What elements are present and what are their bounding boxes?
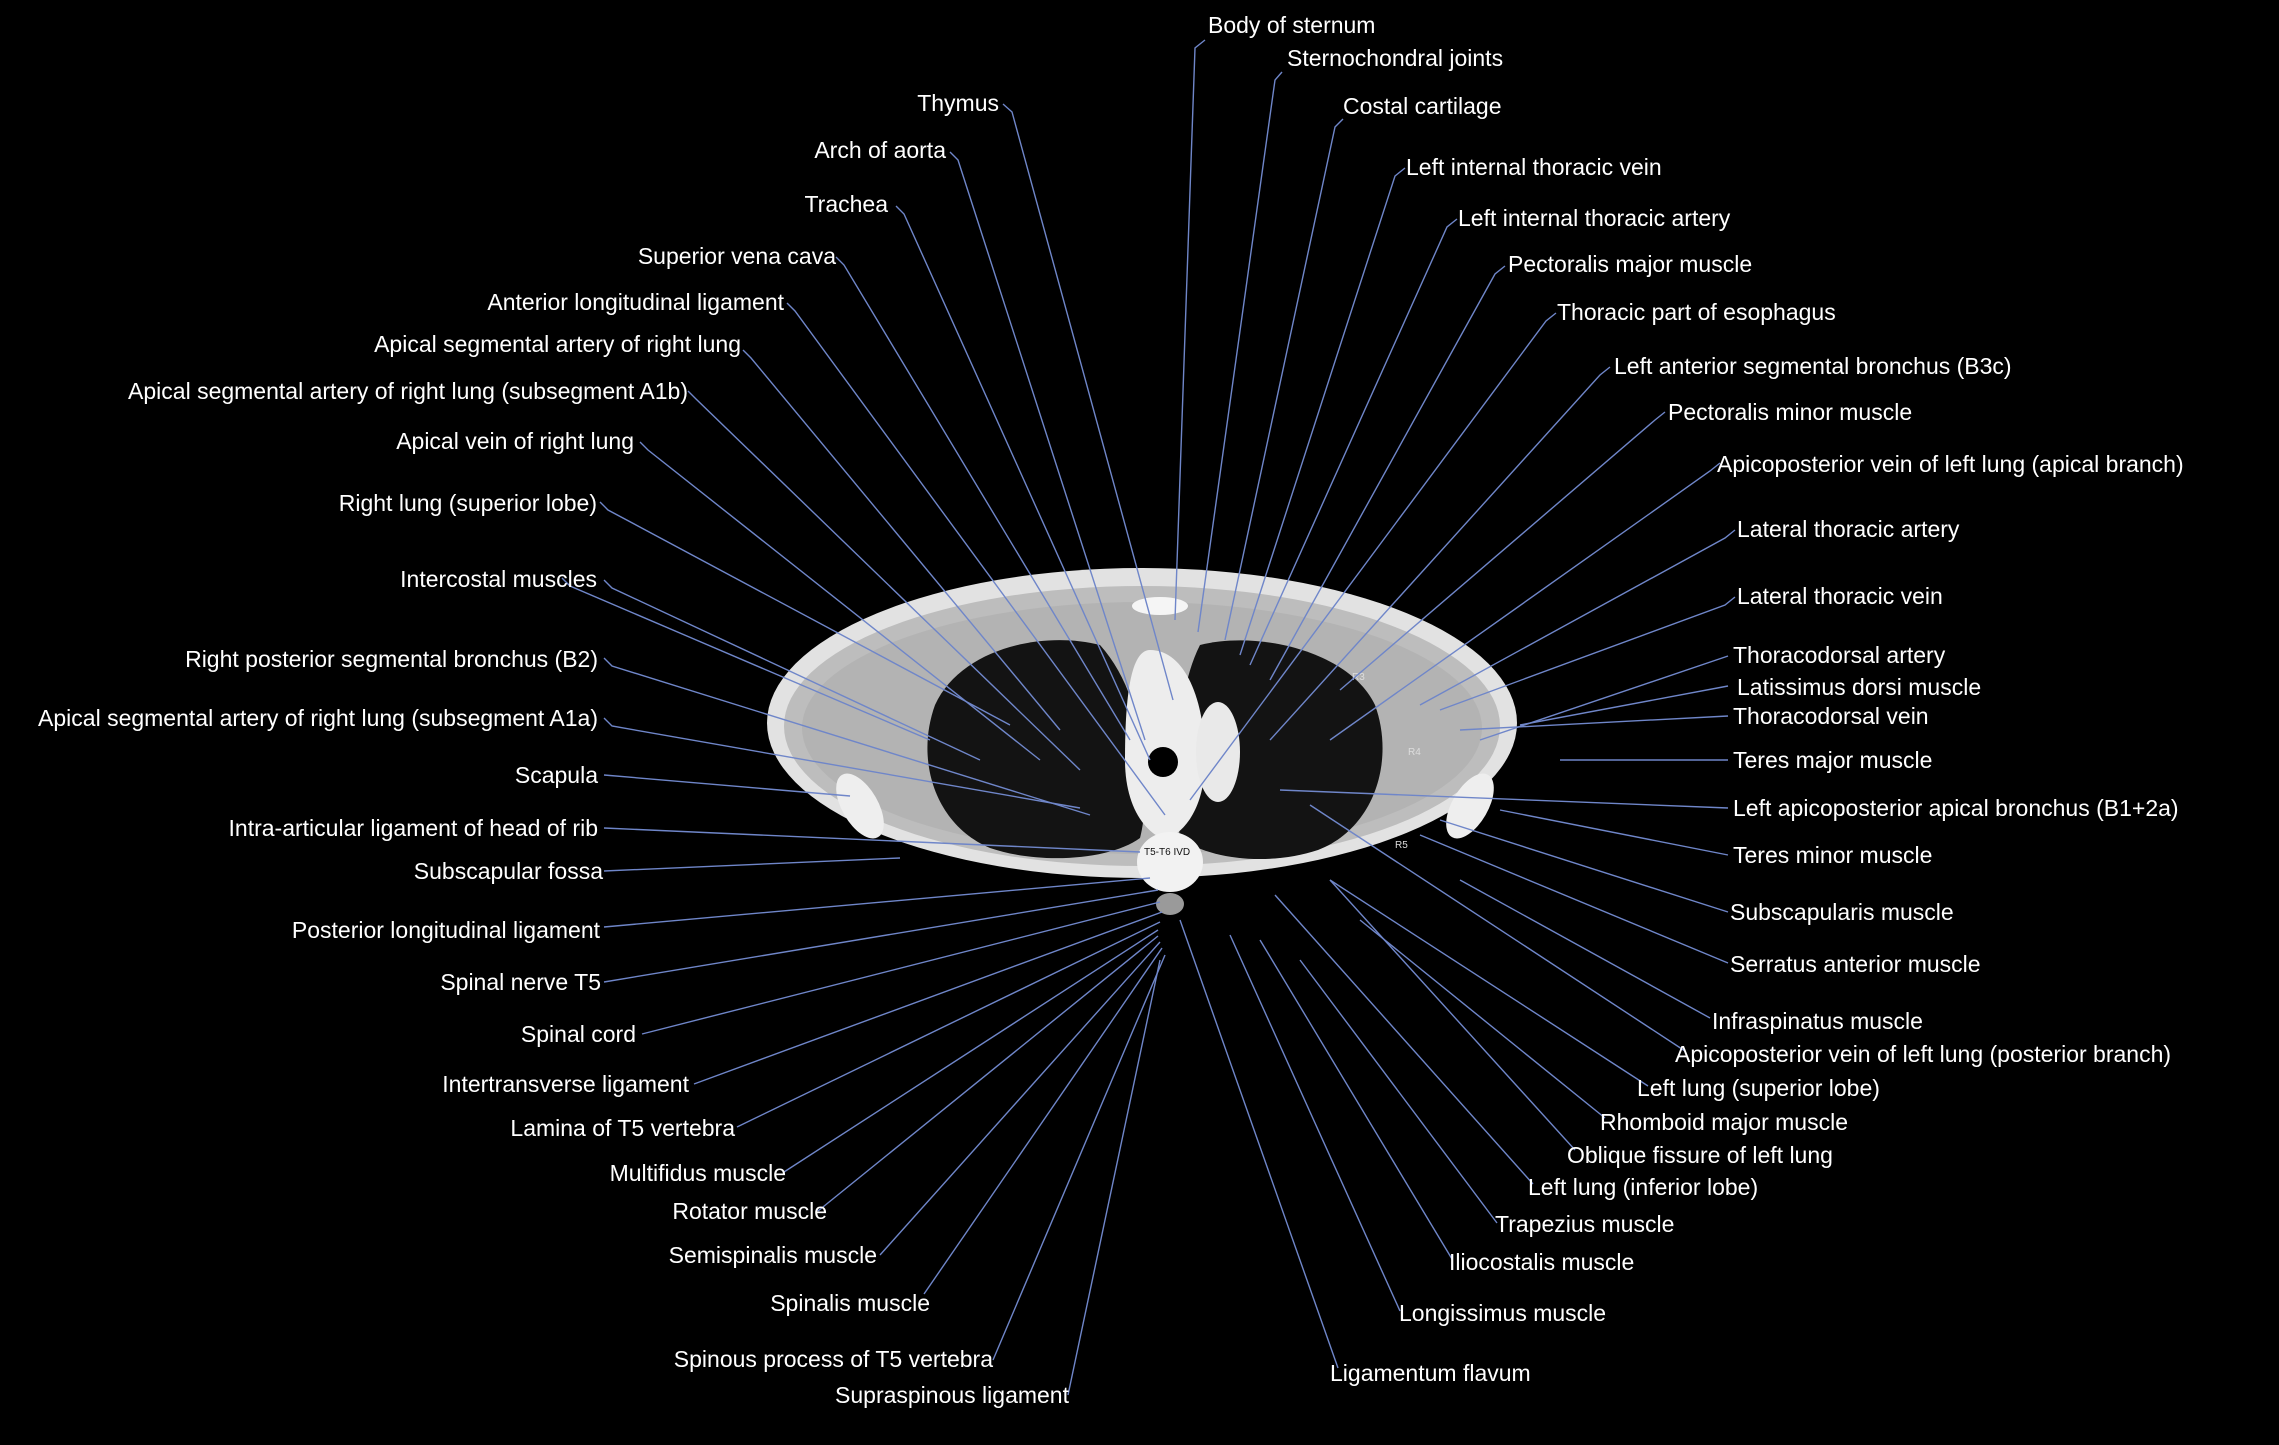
left-labels: Thymus Arch of aorta Trachea Superior ve… bbox=[38, 90, 1070, 1408]
label-body-of-sternum: Body of sternum bbox=[1208, 12, 1375, 38]
vertebral-body bbox=[1137, 832, 1203, 892]
label-trachea: Trachea bbox=[804, 191, 888, 217]
label-rotator-muscle: Rotator muscle bbox=[672, 1198, 827, 1224]
label-infraspinatus-muscle: Infraspinatus muscle bbox=[1712, 1008, 1923, 1034]
label-thymus: Thymus bbox=[917, 90, 999, 116]
label-intertransverse-ligament: Intertransverse ligament bbox=[442, 1071, 689, 1097]
left-lung bbox=[1176, 640, 1383, 860]
label-lateral-thoracic-vein: Lateral thoracic vein bbox=[1737, 583, 1943, 609]
label-rhomboid-major-muscle: Rhomboid major muscle bbox=[1600, 1109, 1848, 1135]
right-scapula bbox=[836, 773, 884, 839]
label-spinalis-muscle: Spinalis muscle bbox=[770, 1290, 930, 1316]
label-intra-articular-ligament: Intra-articular ligament of head of rib bbox=[229, 815, 598, 841]
label-apical-segmental-artery-right-lung: Apical segmental artery of right lung bbox=[374, 331, 741, 357]
sternum bbox=[1132, 597, 1188, 615]
label-subscapularis-muscle: Subscapularis muscle bbox=[1730, 899, 1954, 925]
label-lamina-t5: Lamina of T5 vertebra bbox=[510, 1115, 735, 1141]
label-apical-vein-right-lung: Apical vein of right lung bbox=[396, 428, 634, 454]
label-apicoposterior-vein-posterior: Apicoposterior vein of left lung (poster… bbox=[1675, 1041, 2171, 1067]
label-right-posterior-segmental-bronchus: Right posterior segmental bronchus (B2) bbox=[185, 646, 598, 672]
label-anterior-longitudinal-ligament: Anterior longitudinal ligament bbox=[487, 289, 784, 315]
label-lateral-thoracic-artery: Lateral thoracic artery bbox=[1737, 516, 1960, 542]
label-left-internal-thoracic-vein: Left internal thoracic vein bbox=[1406, 154, 1662, 180]
top-labels: Body of sternum Sternochondral joints Co… bbox=[1208, 12, 1503, 119]
label-thoracodorsal-vein: Thoracodorsal vein bbox=[1733, 703, 1929, 729]
spinal-canal bbox=[1156, 893, 1184, 915]
mediastinum bbox=[1125, 650, 1205, 840]
label-thoracic-part-of-esophagus: Thoracic part of esophagus bbox=[1557, 299, 1836, 325]
label-costal-cartilage: Costal cartilage bbox=[1343, 93, 1502, 119]
label-teres-minor-muscle: Teres minor muscle bbox=[1733, 842, 1932, 868]
label-arch-of-aorta: Arch of aorta bbox=[814, 137, 946, 163]
trachea-lumen bbox=[1148, 747, 1178, 777]
label-apicoposterior-vein-apical: Apicoposterior vein of left lung (apical… bbox=[1717, 451, 2184, 477]
label-iliocostalis-muscle: Iliocostalis muscle bbox=[1449, 1249, 1634, 1275]
label-serratus-anterior-muscle: Serratus anterior muscle bbox=[1730, 951, 1981, 977]
right-labels: Left internal thoracic vein Left interna… bbox=[1406, 154, 2184, 1275]
label-spinal-cord: Spinal cord bbox=[521, 1021, 636, 1047]
label-subscapular-fossa: Subscapular fossa bbox=[414, 858, 603, 884]
label-superior-vena-cava: Superior vena cava bbox=[638, 243, 836, 269]
label-semispinalis-muscle: Semispinalis muscle bbox=[669, 1242, 877, 1268]
marker-r4: R4 bbox=[1408, 747, 1421, 758]
marker-r5: R5 bbox=[1395, 840, 1408, 851]
leader-lines bbox=[561, 39, 1736, 1396]
aorta bbox=[1196, 702, 1240, 802]
label-longissimus-muscle: Longissimus muscle bbox=[1399, 1300, 1606, 1326]
bottom-labels: Longissimus muscle Ligamentum flavum bbox=[1330, 1300, 1606, 1386]
label-intercostal-muscles: Intercostal muscles bbox=[400, 566, 597, 592]
label-trapezius-muscle: Trapezius muscle bbox=[1495, 1211, 1674, 1237]
label-left-internal-thoracic-artery: Left internal thoracic artery bbox=[1458, 205, 1731, 231]
label-left-apicoposterior-apical-bronchus: Left apicoposterior apical bronchus (B1+… bbox=[1733, 795, 2179, 821]
marker-ivd: T5-T6 IVD bbox=[1144, 847, 1190, 858]
label-left-anterior-segmental-bronchus: Left anterior segmental bronchus (B3c) bbox=[1614, 353, 2012, 379]
label-scapula: Scapula bbox=[515, 762, 598, 788]
label-sternochondral-joints: Sternochondral joints bbox=[1287, 45, 1503, 71]
right-lung bbox=[927, 640, 1146, 859]
left-scapula bbox=[1446, 773, 1494, 839]
label-thoracodorsal-artery: Thoracodorsal artery bbox=[1733, 642, 1946, 668]
label-pectoralis-minor-muscle: Pectoralis minor muscle bbox=[1668, 399, 1912, 425]
label-left-lung-superior-lobe: Left lung (superior lobe) bbox=[1637, 1075, 1880, 1101]
label-multifidus-muscle: Multifidus muscle bbox=[610, 1160, 786, 1186]
label-pectoralis-major-muscle: Pectoralis major muscle bbox=[1508, 251, 1752, 277]
label-posterior-longitudinal-ligament: Posterior longitudinal ligament bbox=[292, 917, 601, 943]
label-apical-segmental-artery-a1b: Apical segmental artery of right lung (s… bbox=[128, 378, 688, 404]
label-oblique-fissure-left-lung: Oblique fissure of left lung bbox=[1567, 1142, 1833, 1168]
label-apical-segmental-artery-a1a: Apical segmental artery of right lung (s… bbox=[38, 705, 598, 731]
marker-r3: R3 bbox=[1352, 672, 1365, 683]
label-right-lung-superior-lobe: Right lung (superior lobe) bbox=[339, 490, 597, 516]
label-spinous-process-t5: Spinous process of T5 vertebra bbox=[674, 1346, 993, 1372]
label-supraspinous-ligament: Supraspinous ligament bbox=[835, 1382, 1070, 1408]
label-spinal-nerve-t5: Spinal nerve T5 bbox=[440, 969, 601, 995]
label-latissimus-dorsi-muscle: Latissimus dorsi muscle bbox=[1737, 674, 1981, 700]
label-ligamentum-flavum: Ligamentum flavum bbox=[1330, 1360, 1531, 1386]
label-teres-major-muscle: Teres major muscle bbox=[1733, 747, 1932, 773]
label-left-lung-inferior-lobe: Left lung (inferior lobe) bbox=[1528, 1174, 1758, 1200]
